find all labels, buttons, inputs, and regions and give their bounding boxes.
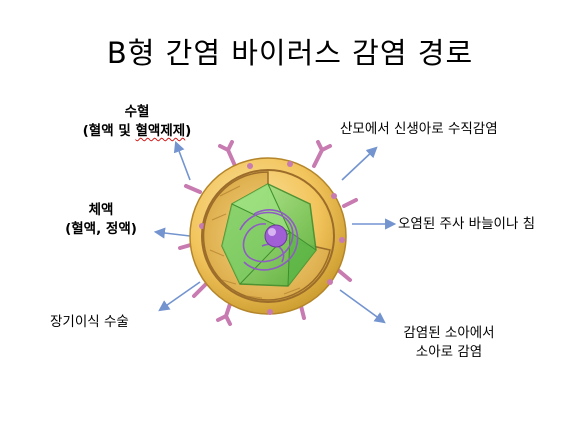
route-blood-title: 수혈 [124, 104, 150, 120]
virus-particle [178, 140, 358, 326]
arrow-child [339, 289, 386, 324]
route-arrows [153, 140, 397, 324]
route-fluid-detail: (혈액, 정액) [65, 221, 137, 237]
viral-genome [239, 209, 299, 271]
arrow-blood [173, 140, 191, 181]
route-fluid-label: 체액 (혈액, 정액) [46, 201, 156, 239]
arrow-vertical [341, 146, 378, 181]
route-needle-label: 오염된 주사 바늘이나 침 [398, 216, 536, 232]
route-vertical-label: 산모에서 신생아로 수직감염 [340, 121, 498, 137]
route-blood-detail: (혈액 및 혈액제제) [82, 123, 192, 139]
page-title: B형 간염 바이러스 감염 경로 [106, 36, 474, 70]
route-child-label: 감염된 소아에서 소아로 감염 [374, 324, 524, 362]
route-organ-label: 장기이식 수술 [50, 314, 129, 330]
route-child-line1: 감염된 소아에서 [403, 325, 495, 341]
route-blood-label: 수혈 (혈액 및 혈액제제) [62, 103, 212, 141]
route-fluid-title: 체액 [88, 202, 114, 218]
surface-spikes [178, 140, 358, 326]
route-child-line2: 소아로 감염 [415, 344, 483, 360]
arrow-organ [158, 281, 201, 312]
arrow-fluid [153, 227, 191, 239]
spell-marked-term: 혈액제제 [135, 123, 186, 139]
